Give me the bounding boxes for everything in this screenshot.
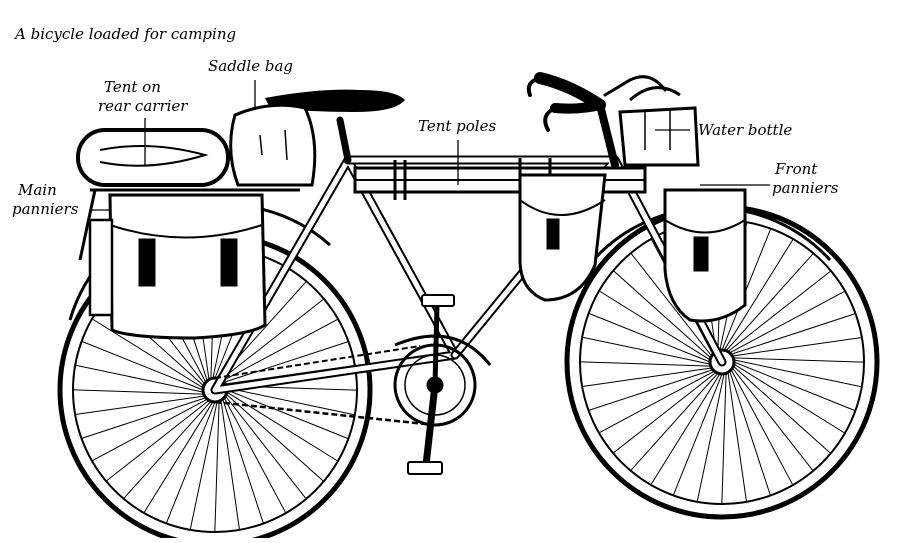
spoke [224,395,306,499]
label-tent-poles: Tent poles [418,117,497,135]
spoke [599,370,715,433]
spoke [82,341,204,391]
spoke [727,271,831,353]
spoke [723,239,794,351]
spoke [733,357,864,363]
spoke [696,373,725,501]
spoke [225,393,324,482]
label-front-panniers-line1: Front [775,160,818,178]
spoke [222,399,264,523]
spoke [223,397,286,513]
label-water-bottle: Water bottle [698,121,793,139]
handlebars [526,72,667,132]
label-main-panniers-line1: Main [18,181,57,199]
spoke [730,369,793,485]
spoke [732,365,831,454]
spoke [673,373,723,495]
spoke [189,401,218,529]
spoke [729,371,771,495]
spoke [222,319,338,382]
spoke [224,341,348,383]
spoke [727,372,747,501]
spoke [92,398,208,461]
spoke [733,359,861,388]
label-main-panniers-line2: panniers [12,200,79,218]
spoke [613,371,717,453]
rear-carrier [78,188,300,261]
spoke [729,291,845,354]
main-pannier [88,193,267,340]
spoke [732,337,861,357]
water-bottle [618,86,700,167]
label-tent-on-line1: Tent on [104,78,161,96]
spoke [226,387,354,416]
spoke [733,361,855,411]
tent-roll [76,128,230,187]
spoke [226,389,348,439]
label-front-panniers-line2: panniers [772,179,839,197]
saddle-bag [229,103,317,187]
spoke [166,401,216,523]
spoke [731,367,813,471]
spoke [143,401,214,513]
spoke [82,397,206,439]
spoke [106,399,210,481]
spoke [76,364,204,393]
spoke [721,373,727,504]
spoke [589,313,711,363]
label-tent-on-line2: rear carrier [98,97,188,115]
spoke [589,369,713,411]
front-pannier-right [663,188,747,323]
front-pannier-left [518,173,607,302]
spoke [725,253,814,352]
leader-lines [90,80,770,211]
spoke [583,336,711,365]
spoke [583,367,712,387]
spoke [613,270,712,359]
spoke [123,400,212,499]
drivetrain [214,294,492,475]
spoke [214,401,220,532]
spoke [731,313,855,355]
spoke [226,391,338,462]
diagram-title: A bicycle loaded for camping [15,25,237,43]
spoke [220,400,240,529]
spoke [630,372,719,471]
spoke [599,290,711,361]
spoke [76,395,205,415]
spoke [650,373,721,485]
label-saddle-bag: Saddle bag [208,57,294,75]
spoke [220,299,324,381]
spoke [631,253,713,357]
spoke [73,389,204,395]
spoke [733,363,845,434]
spoke [580,361,711,367]
